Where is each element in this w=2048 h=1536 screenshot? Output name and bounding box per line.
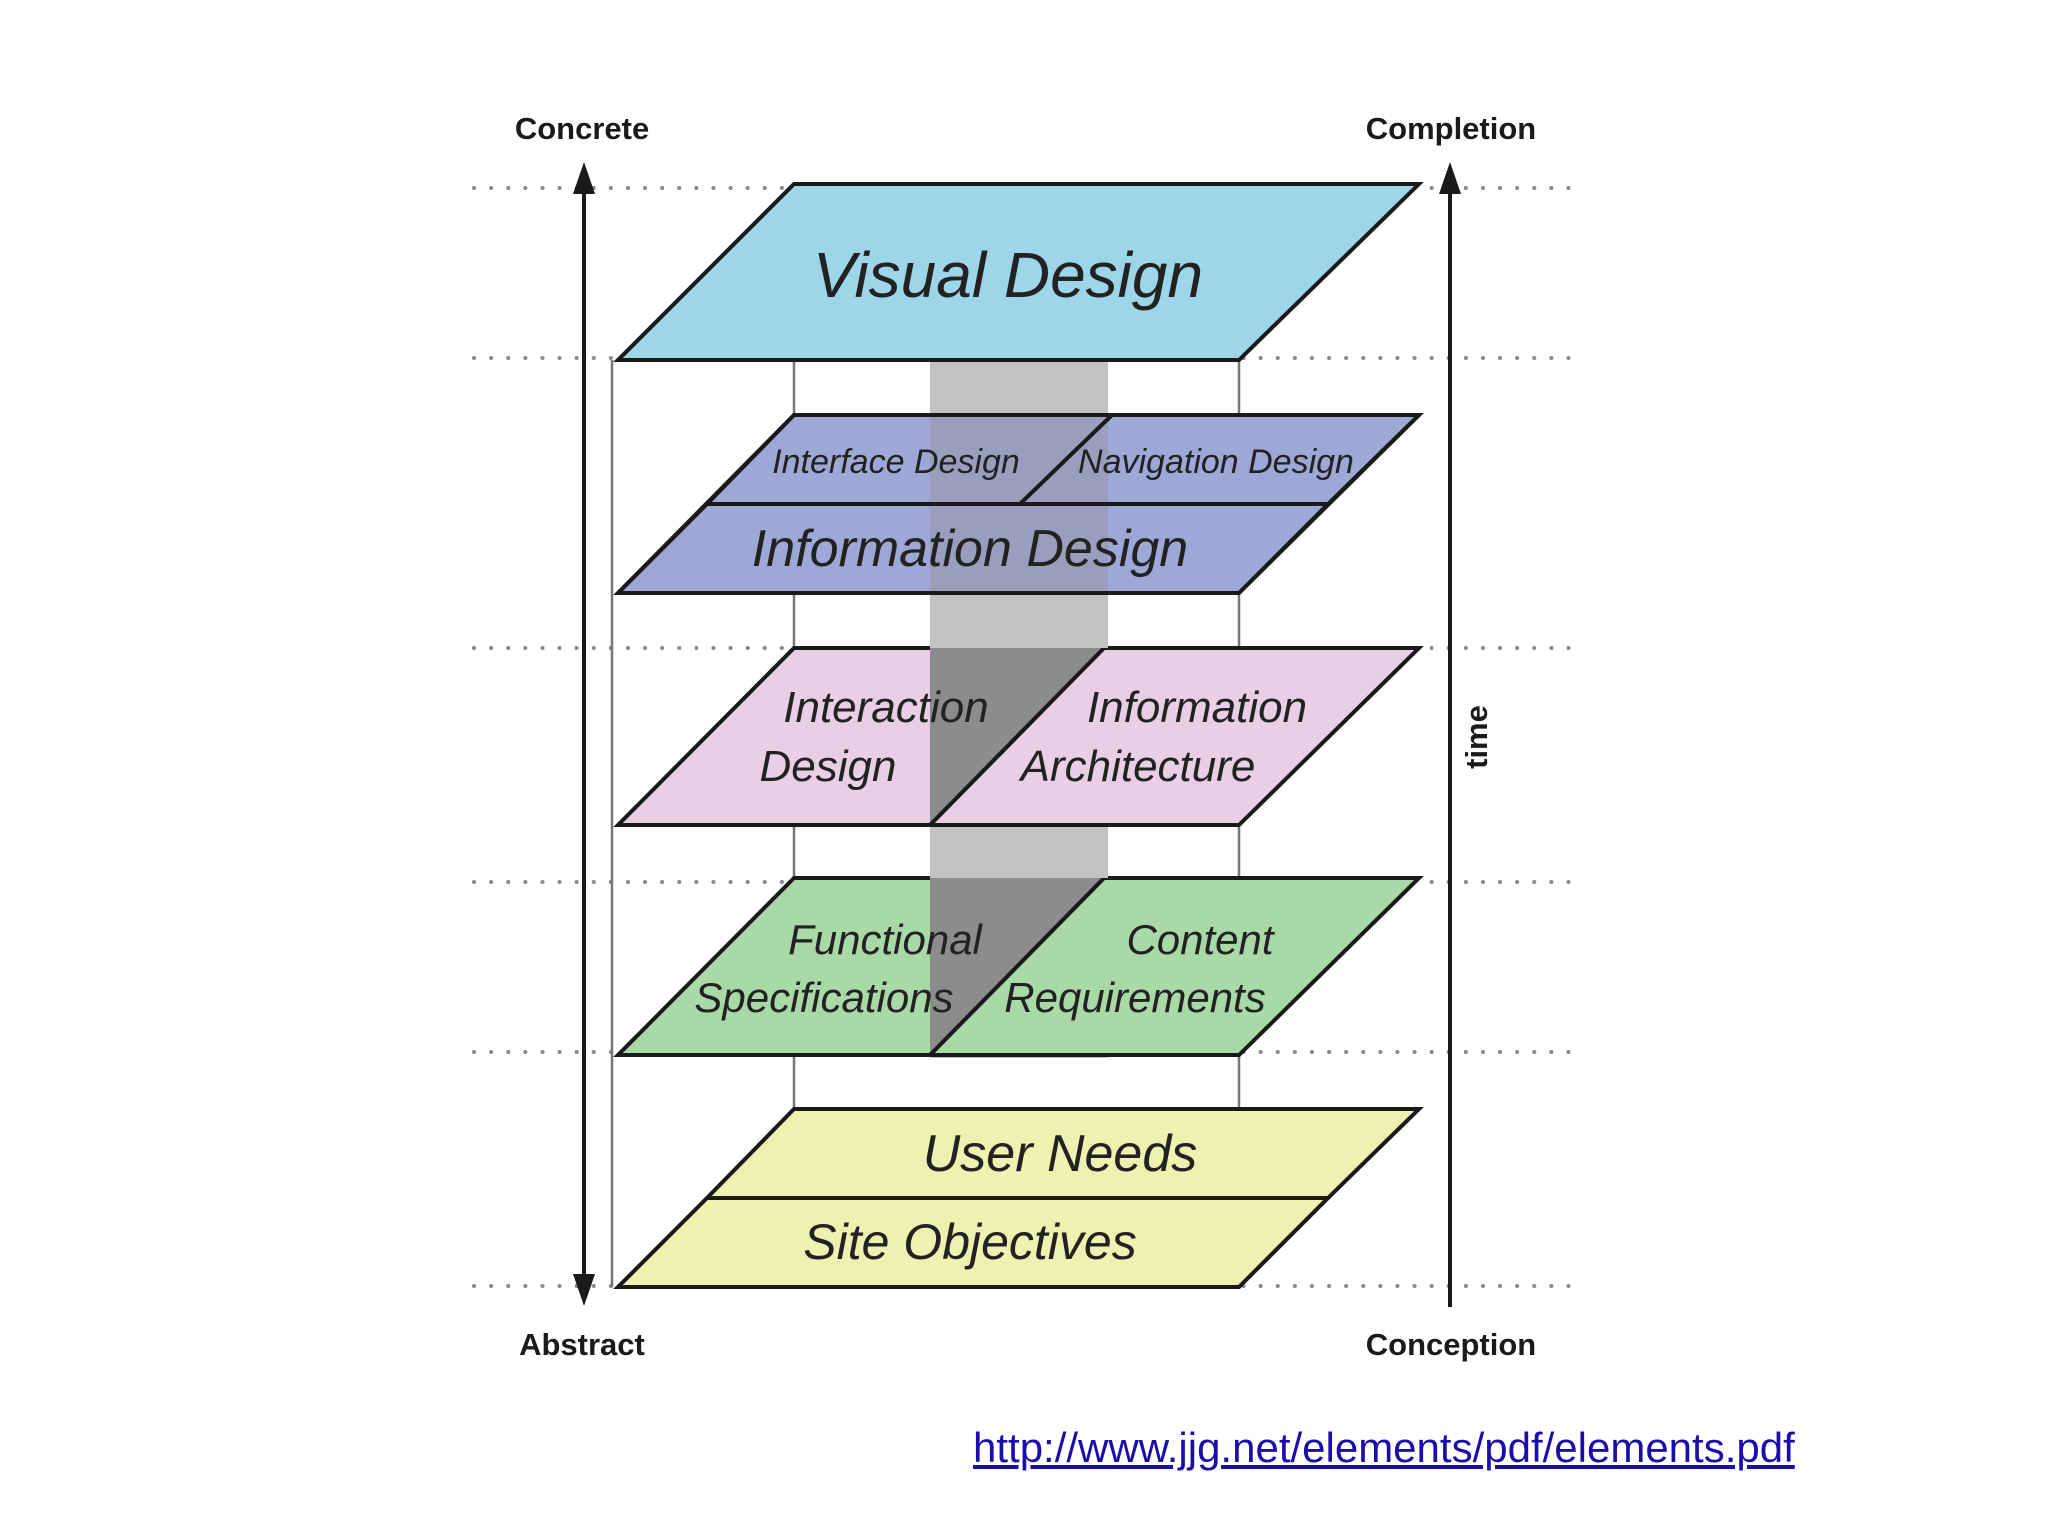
interaction-design-label-line1: Interaction — [783, 683, 988, 732]
skeleton-outline — [613, 413, 1424, 595]
time-axis-arrow-up-icon — [1439, 162, 1461, 194]
plane-labels: Visual Design Interface Design Navigatio… — [694, 239, 1354, 1270]
user-needs-plane — [702, 1107, 1424, 1200]
skeleton-divider — [1018, 413, 1114, 506]
structure-plane — [613, 646, 1424, 827]
scope-divider — [928, 876, 1106, 1057]
functional-specifications-label-line1: Functional — [788, 916, 983, 963]
site-objectives-label: Site Objectives — [803, 1214, 1136, 1270]
time-label: time — [1459, 705, 1494, 769]
structure-divider — [928, 646, 1106, 827]
conception-label: Conception — [1366, 1327, 1537, 1362]
scope-plane — [613, 876, 1424, 1057]
abstract-concrete-axis: Concrete Abstract — [515, 111, 649, 1362]
skeleton-plane — [613, 413, 1424, 595]
content-requirements-label-line1: Content — [1126, 916, 1275, 963]
completion-label: Completion — [1366, 111, 1537, 146]
time-axis: Completion Conception time — [1366, 111, 1537, 1362]
navigation-design-label: Navigation Design — [1078, 443, 1354, 481]
interaction-design-label-line2: Design — [760, 742, 897, 791]
information-architecture-label-line1: Information — [1087, 683, 1307, 732]
content-requirements-label-line2: Requirements — [1004, 974, 1265, 1021]
visual-design-plane — [613, 182, 1424, 362]
abstract-label: Abstract — [519, 1327, 645, 1362]
source-link[interactable]: http://www.jjg.net/elements/pdf/elements… — [973, 1424, 1795, 1471]
functional-specifications-label-line2: Specifications — [694, 974, 953, 1021]
left-axis-arrow-down-icon — [573, 1274, 595, 1306]
visual-design-label: Visual Design — [813, 239, 1203, 311]
strategy-plane — [613, 1107, 1424, 1289]
interface-design-label: Interface Design — [772, 443, 1020, 481]
information-design-label: Information Design — [752, 520, 1188, 578]
user-needs-label: User Needs — [923, 1125, 1198, 1183]
concrete-label: Concrete — [515, 111, 649, 146]
left-axis-arrow-up-icon — [573, 162, 595, 194]
information-architecture-label-line2: Architecture — [1018, 742, 1256, 791]
